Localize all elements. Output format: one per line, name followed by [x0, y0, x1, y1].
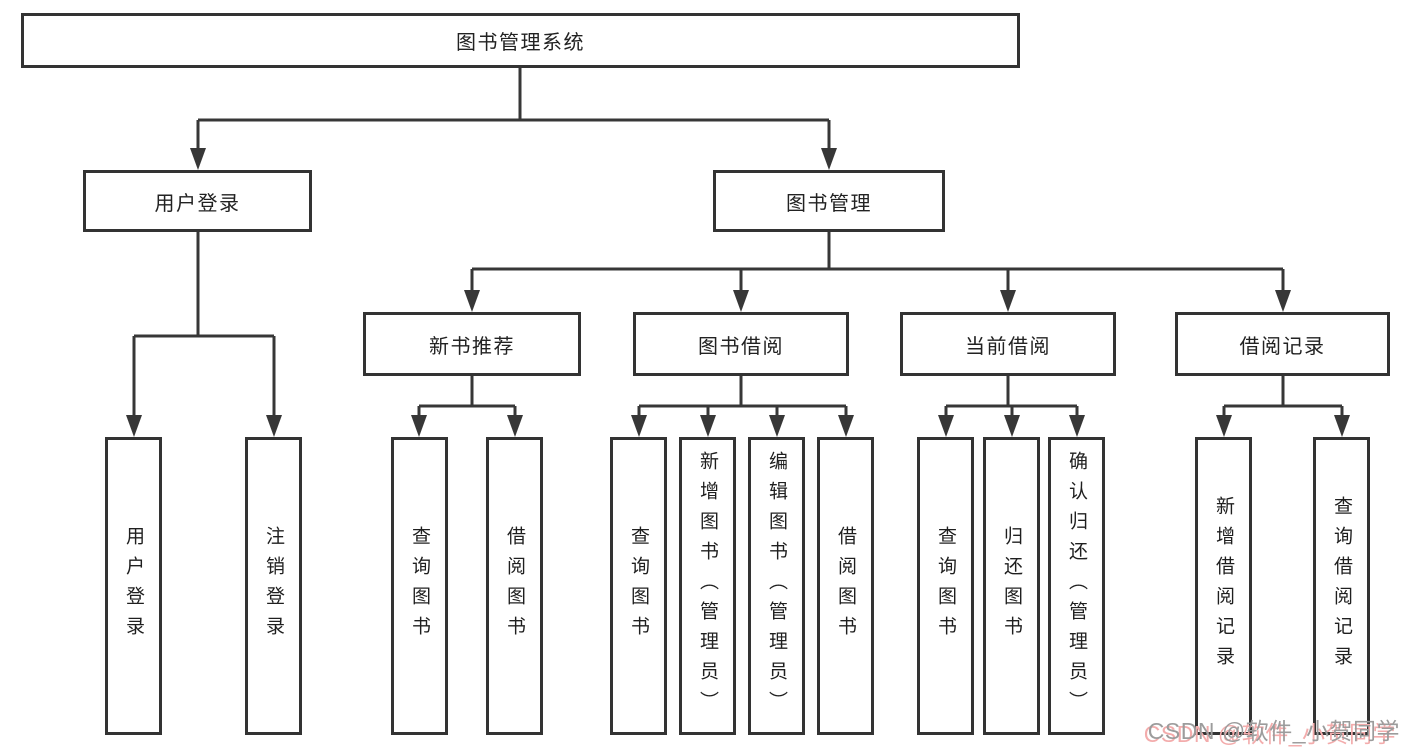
node-leaf-borrow-books-recommend: 借阅图书 [486, 437, 543, 735]
node-leaf-borrow-books: 借阅图书 [817, 437, 874, 735]
node-current-borrowing: 当前借阅 [900, 312, 1116, 376]
node-book-management-label: 图书管理 [786, 192, 872, 215]
node-root-system: 图书管理系统 [21, 13, 1020, 68]
node-borrowing-records-label: 借阅记录 [1239, 335, 1326, 358]
node-leaf-add-borrow-record: 新增借阅记录 [1195, 437, 1252, 735]
node-leaf-query-books-recommend: 查询图书 [391, 437, 448, 735]
leaf-label-query-books-borrow: 查询图书 [628, 526, 649, 646]
arrowheads-login-group [126, 415, 282, 437]
arrowheads-level2 [190, 148, 837, 170]
arrowheads-level3 [464, 290, 1291, 312]
leaf-label-borrow-books: 借阅图书 [835, 526, 856, 646]
node-leaf-return-books: 归还图书 [983, 437, 1040, 735]
node-new-book-recommend-label: 新书推荐 [429, 335, 515, 358]
leaf-label-confirm-return-admin: 确认归还（管理员） [1066, 451, 1087, 721]
connector-records-group [1222, 376, 1344, 415]
node-book-management: 图书管理 [713, 170, 945, 232]
connector-login-group [132, 232, 276, 415]
leaf-label-logout: 注销登录 [263, 526, 284, 646]
node-leaf-logout: 注销登录 [245, 437, 302, 735]
node-leaf-query-books-borrow: 查询图书 [610, 437, 667, 735]
node-leaf-edit-books-admin: 编辑图书（管理员） [748, 437, 805, 735]
leaf-label-query-books-recommend: 查询图书 [409, 526, 430, 646]
arrowheads-borrow-group [631, 415, 854, 437]
connector-root-to-level2 [196, 68, 831, 150]
node-user-login-label: 用户登录 [154, 192, 241, 215]
arrowheads-current-group [938, 415, 1085, 437]
leaf-label-return-books: 归还图书 [1001, 526, 1022, 646]
node-root-label: 图书管理系统 [456, 32, 585, 54]
node-user-login-module: 用户登录 [83, 170, 312, 232]
connector-current-group [944, 376, 1079, 415]
node-current-borrowing-label: 当前借阅 [965, 335, 1051, 358]
node-book-borrowing: 图书借阅 [633, 312, 849, 376]
leaf-label-query-books-current: 查询图书 [935, 526, 956, 646]
arrowheads-records-group [1216, 415, 1350, 437]
node-leaf-query-borrow-record: 查询借阅记录 [1313, 437, 1370, 735]
connector-borrow-group [637, 376, 848, 415]
arrowheads-recommend-group [411, 415, 523, 437]
connector-recommend-group [417, 376, 517, 415]
csdn-watermark-text: CSDN @软件_小贺同学 [1147, 718, 1400, 744]
leaf-label-query-borrow-record: 查询借阅记录 [1331, 496, 1352, 676]
leaf-label-add-books-admin: 新增图书（管理员） [697, 451, 718, 721]
node-book-borrowing-label: 图书借阅 [698, 335, 784, 358]
node-leaf-user-login: 用户登录 [105, 437, 162, 735]
leaf-label-borrow-books-recommend: 借阅图书 [504, 526, 525, 646]
csdn-watermark-shadow: CSDN @软件_小贺同学 [1143, 721, 1396, 747]
leaf-label-user-login: 用户登录 [123, 526, 144, 646]
leaf-label-add-borrow-record: 新增借阅记录 [1213, 496, 1234, 676]
csdn-watermark: CSDN @软件_小贺同学 CSDN @软件_小贺同学 [1144, 712, 1400, 747]
node-leaf-add-books-admin: 新增图书（管理员） [679, 437, 736, 735]
node-leaf-query-books-current: 查询图书 [917, 437, 974, 735]
connector-bookmgmt-to-level3 [470, 232, 1285, 290]
leaf-label-edit-books-admin: 编辑图书（管理员） [766, 451, 787, 721]
node-leaf-confirm-return-admin: 确认归还（管理员） [1048, 437, 1105, 735]
node-borrowing-records: 借阅记录 [1175, 312, 1390, 376]
node-new-book-recommend: 新书推荐 [363, 312, 581, 376]
